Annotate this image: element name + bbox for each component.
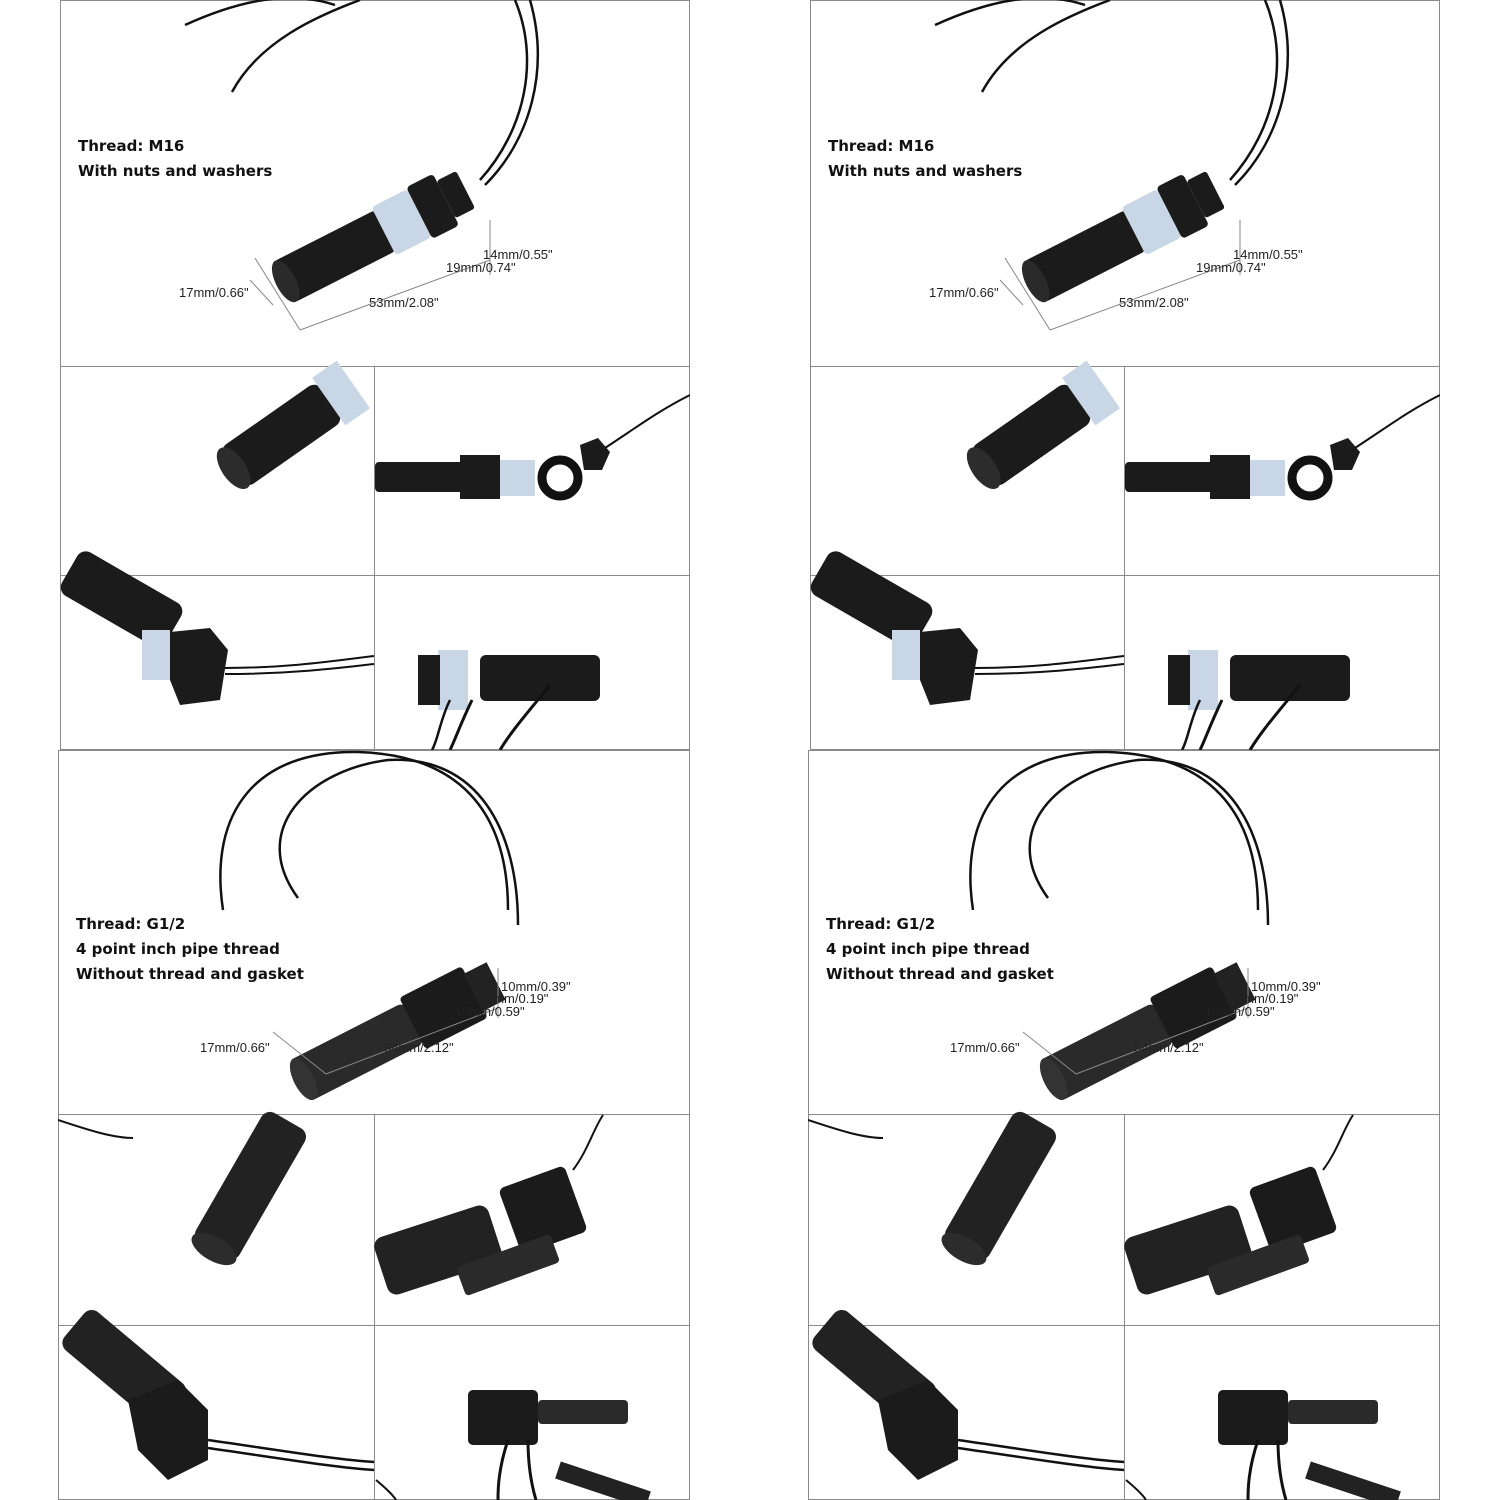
- divider: [60, 366, 690, 367]
- divider: [1124, 366, 1125, 750]
- g12-detail-photos: [808, 1111, 1401, 1500]
- dim-19mm: 19mm/0.74": [1196, 260, 1266, 275]
- dim-17mm: 17mm/0.66": [200, 1040, 270, 1055]
- thread-caption-line3: Without thread and gasket: [826, 965, 1054, 983]
- g12-panel-right: Thread: G1/2 4 point inch pipe thread Wi…: [808, 750, 1440, 1500]
- thread-caption-line2: 4 point inch pipe thread: [76, 940, 280, 958]
- dim-17mm: 17mm/0.66": [179, 285, 249, 300]
- m16-main-photo: [184, 0, 540, 331]
- divider: [60, 575, 690, 576]
- dim-53mm: 53mm/2.08": [369, 295, 439, 310]
- dim-53mm: 53mm/2.08": [1119, 295, 1189, 310]
- g12-detail-photos: [58, 1111, 651, 1500]
- thread-caption-line1: Thread: M16: [828, 137, 935, 155]
- m16-main-photo: [934, 0, 1290, 331]
- thread-caption-line2: 4 point inch pipe thread: [826, 940, 1030, 958]
- dim-14mm: 14mm/0.55": [483, 247, 553, 262]
- divider: [1124, 1114, 1125, 1500]
- dim-17mm: 17mm/0.66": [950, 1040, 1020, 1055]
- dim-15mm: 15mm/0.59": [455, 1004, 525, 1019]
- dim-10mm: 10mm/0.39": [501, 979, 571, 994]
- divider: [810, 575, 1440, 576]
- m16-panel-left: Thread: M16 With nuts and washers 14mm/0…: [60, 0, 690, 750]
- thread-caption-line2: With nuts and washers: [828, 162, 1023, 180]
- divider: [810, 366, 1440, 367]
- m16-detail-photos: [60, 360, 690, 750]
- g12-main-photo: [219, 750, 520, 1101]
- thread-caption-line1: Thread: M16: [78, 137, 185, 155]
- dim-14mm: 14mm/0.55": [1233, 247, 1303, 262]
- thread-caption-line1: Thread: G1/2: [76, 915, 186, 933]
- dim-10mm: 10mm/0.39": [1251, 979, 1321, 994]
- thread-caption-line3: Without thread and gasket: [76, 965, 304, 983]
- thread-caption-line1: Thread: G1/2: [826, 915, 936, 933]
- dim-17mm: 17mm/0.66": [929, 285, 999, 300]
- dim-5mm: 5mm/0.19": [486, 991, 549, 1006]
- m16-detail-photos: [810, 360, 1440, 750]
- thread-caption-line2: With nuts and washers: [78, 162, 273, 180]
- divider: [374, 1114, 375, 1500]
- dim-54mm: 54mm/2.12": [1134, 1040, 1204, 1055]
- dim-54mm: 54mm/2.12": [384, 1040, 454, 1055]
- g12-main-photo: [969, 750, 1270, 1101]
- g12-panel-left: Thread: G1/2 4 point inch pipe thread Wi…: [58, 750, 690, 1500]
- m16-panel-right: Thread: M16 With nuts and washers 14mm/0…: [810, 0, 1440, 750]
- dim-19mm: 19mm/0.74": [446, 260, 516, 275]
- dim-5mm: 5mm/0.19": [1236, 991, 1299, 1006]
- divider: [374, 366, 375, 750]
- dim-15mm: 15mm/0.59": [1205, 1004, 1275, 1019]
